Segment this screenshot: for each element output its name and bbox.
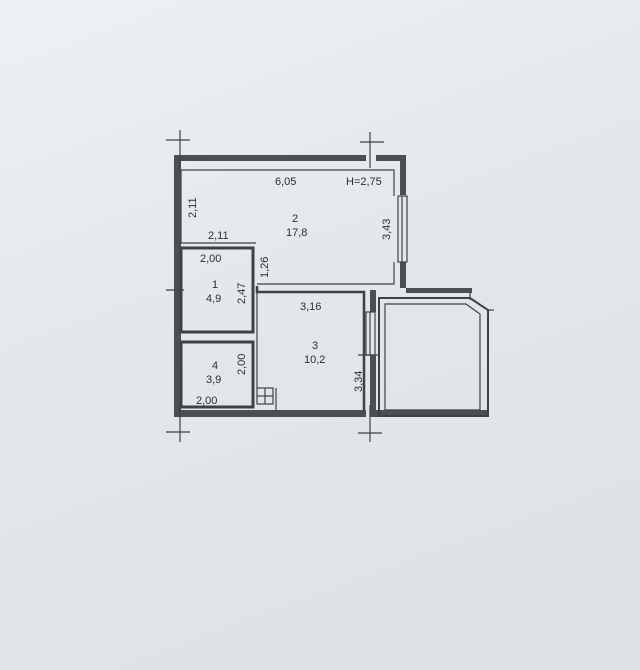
room-4-outline xyxy=(179,340,255,409)
axis-markers xyxy=(166,130,384,442)
balcony-outline xyxy=(378,292,494,417)
room-1-number: 1 xyxy=(212,279,218,291)
dim-kitchen-height: 3,34 xyxy=(353,371,365,392)
dim-left-upper: 2,11 xyxy=(187,197,199,218)
dim-kitchen-width: 3,16 xyxy=(300,301,321,313)
room-3-number: 3 xyxy=(312,340,318,352)
room-2-area: 17,8 xyxy=(286,227,307,239)
dim-passage: 1,26 xyxy=(259,257,271,278)
inner-outlines xyxy=(180,169,408,285)
room-3-area: 10,2 xyxy=(304,354,325,366)
room-3-outline xyxy=(255,286,376,410)
room-1-area: 4,9 xyxy=(206,293,221,305)
room-4-number: 4 xyxy=(212,360,218,372)
outer-walls xyxy=(174,155,488,417)
room-2-number: 2 xyxy=(292,213,298,225)
dim-top-width: 6,05 xyxy=(275,176,296,188)
dim-wc-width: 2,00 xyxy=(200,253,221,265)
dim-bath-width: 2,00 xyxy=(196,395,217,407)
room-4-area: 3,9 xyxy=(206,374,221,386)
dim-bath-height: 2,00 xyxy=(236,354,248,375)
ceiling-height: H=2,75 xyxy=(346,176,382,188)
dim-wc-height: 2,47 xyxy=(236,283,248,304)
dim-mid-width: 2,11 xyxy=(208,230,229,242)
dim-right-upper: 3,43 xyxy=(381,219,393,240)
